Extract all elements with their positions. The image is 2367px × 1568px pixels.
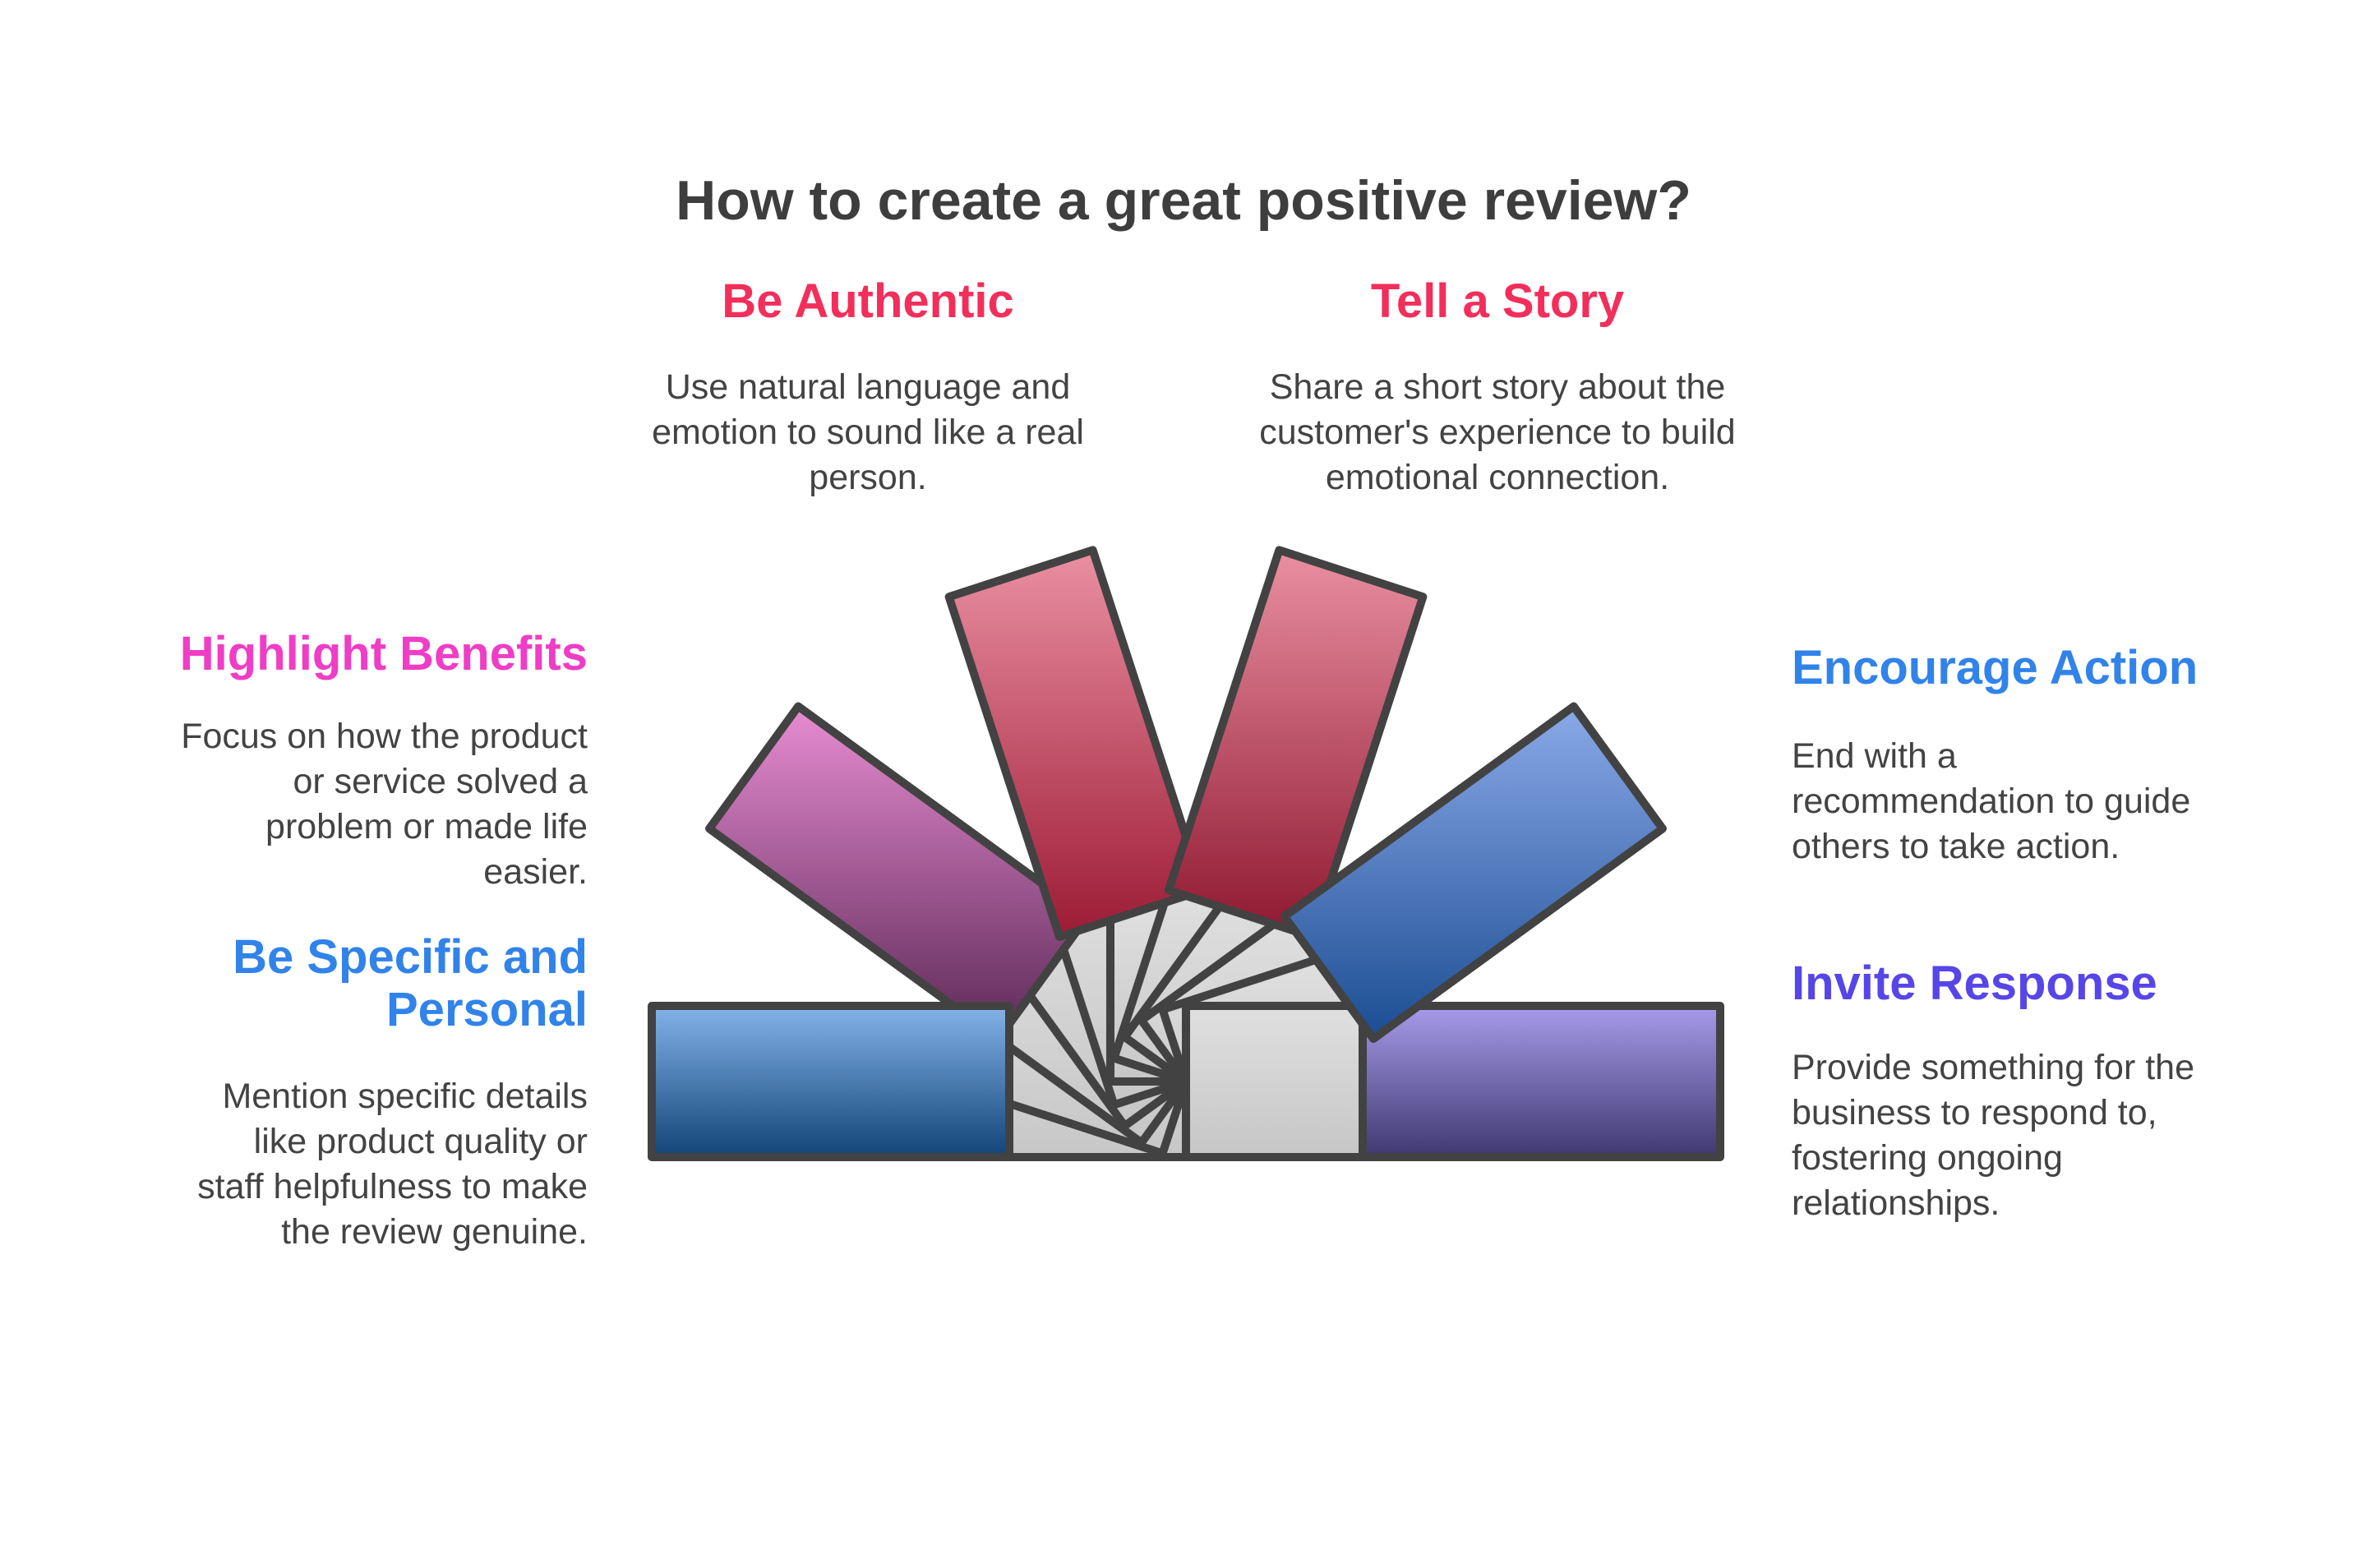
section-be-specific-and-personal: Be Specific and Personal Mention specifi…: [127, 931, 588, 1255]
section-body: Share a short story about the customer's…: [1259, 367, 1736, 497]
section-highlight-benefits: Highlight Benefits Focus on how the prod…: [127, 628, 588, 895]
section-be-authentic: Be Authentic Use natural language and em…: [621, 275, 1114, 500]
section-invite-response: Invite Response Provide something for th…: [1792, 957, 2285, 1226]
section-body: Use natural language and emotion to soun…: [652, 367, 1084, 497]
section-tell-a-story: Tell a Story Share a short story about t…: [1243, 275, 1752, 500]
section-encourage-action: Encourage Action End with a recommendati…: [1792, 642, 2285, 869]
magenta-bar: [705, 702, 1092, 1044]
section-heading: Be Specific and Personal: [233, 930, 588, 1036]
section-body: Focus on how the product or service solv…: [181, 717, 588, 892]
section-heading: Be Authentic: [722, 274, 1014, 328]
section-heading: Invite Response: [1792, 957, 2157, 1010]
page-title: How to create a great positive review?: [676, 168, 1691, 232]
section-body: End with a recommendation to guide other…: [1792, 736, 2191, 866]
section-body: Mention specific details like product qu…: [197, 1077, 588, 1252]
section-heading: Tell a Story: [1370, 274, 1625, 328]
gray-card: [1182, 1002, 1371, 1161]
section-heading: Encourage Action: [1792, 641, 2199, 694]
blue-bar: [648, 1002, 1013, 1161]
section-heading: Highlight Benefits: [179, 627, 588, 680]
blue2-bar: [1280, 702, 1667, 1044]
section-body: Provide something for the business to re…: [1792, 1048, 2194, 1223]
purple-bar: [1359, 1002, 1724, 1161]
red-bar: [944, 546, 1208, 941]
red2-bar: [1164, 546, 1428, 941]
